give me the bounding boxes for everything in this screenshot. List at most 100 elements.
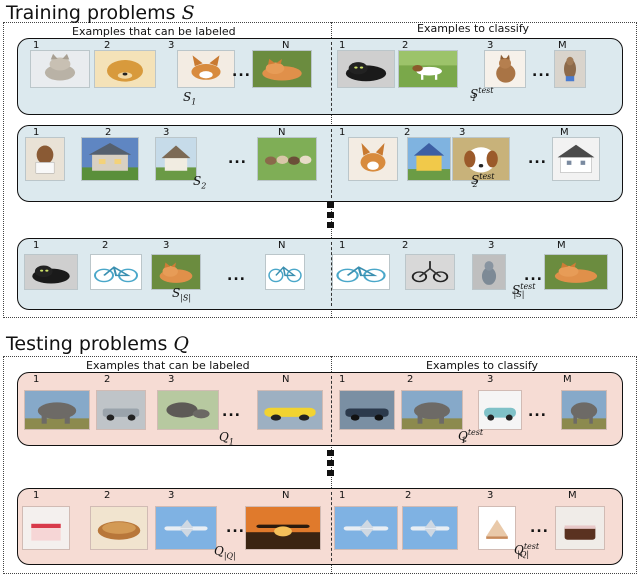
gray-cat-image bbox=[472, 254, 506, 290]
query-set-label: Stest1 bbox=[470, 86, 494, 104]
golden-retriever-image bbox=[94, 50, 156, 88]
horizontal-ellipsis: ... bbox=[528, 404, 547, 420]
bread-image bbox=[90, 506, 148, 550]
support-set-label: S2 bbox=[193, 174, 207, 191]
support-set-label: Q1 bbox=[219, 430, 234, 447]
left-index-label: 3 bbox=[163, 240, 170, 251]
training-left-heading: Examples that can be labeled bbox=[72, 25, 236, 38]
right-index-label: 1 bbox=[339, 40, 346, 51]
chocolate-cake-image bbox=[555, 506, 605, 550]
airplane-image bbox=[155, 506, 217, 550]
horizontal-ellipsis: ... bbox=[528, 151, 547, 167]
testing-vertical-ellipsis bbox=[327, 450, 334, 480]
right-index-label: 1 bbox=[339, 127, 346, 138]
orange-cat-image bbox=[252, 50, 312, 88]
bicycle-image bbox=[265, 254, 305, 290]
left-index-label: 3 bbox=[163, 127, 170, 138]
horizontal-ellipsis: ... bbox=[530, 520, 549, 536]
cake-slice-image bbox=[478, 506, 516, 550]
horizontal-ellipsis: ... bbox=[232, 64, 251, 80]
spaniel-image bbox=[452, 137, 510, 181]
small-dog-image bbox=[554, 50, 586, 88]
horizontal-ellipsis: ... bbox=[228, 151, 247, 167]
horizontal-ellipsis: ... bbox=[226, 520, 245, 536]
puppies-image bbox=[257, 137, 317, 181]
right-index-label: 1 bbox=[339, 374, 346, 385]
support-set-label: Q|Q| bbox=[214, 544, 236, 561]
left-index-label: N bbox=[278, 240, 286, 251]
dog-running-image bbox=[398, 50, 458, 88]
right-index-label: M bbox=[557, 240, 566, 251]
left-index-label: 3 bbox=[168, 40, 175, 51]
training-frame bbox=[3, 22, 637, 318]
left-index-label: 2 bbox=[102, 240, 109, 251]
query-set-label: Qtest|Q| bbox=[514, 542, 540, 560]
kitten-image bbox=[30, 50, 90, 88]
right-index-label: 2 bbox=[402, 240, 409, 251]
horizontal-ellipsis: ... bbox=[227, 268, 246, 284]
row-divider bbox=[331, 376, 332, 442]
left-index-label: 3 bbox=[168, 490, 175, 501]
left-index-label: 1 bbox=[33, 127, 40, 138]
bicycle-image bbox=[90, 254, 142, 290]
dark-car-image bbox=[339, 390, 395, 430]
training-symbol: S bbox=[181, 2, 195, 24]
training-vertical-ellipsis bbox=[327, 202, 334, 232]
airplane-image bbox=[334, 506, 398, 550]
right-index-label: 2 bbox=[402, 40, 409, 51]
left-index-label: 1 bbox=[33, 40, 40, 51]
right-index-label: 1 bbox=[339, 240, 346, 251]
query-set-label: Qtest1 bbox=[458, 428, 484, 446]
right-index-label: 3 bbox=[459, 127, 466, 138]
right-index-label: M bbox=[563, 374, 572, 385]
testing-symbol: Q bbox=[173, 333, 189, 355]
left-index-label: 2 bbox=[104, 374, 111, 385]
yellow-car-image bbox=[257, 390, 323, 430]
right-index-label: 2 bbox=[405, 490, 412, 501]
white-house-image bbox=[552, 137, 600, 181]
left-index-label: 3 bbox=[168, 374, 175, 385]
right-index-label: 3 bbox=[488, 240, 495, 251]
right-index-label: 1 bbox=[339, 490, 346, 501]
black-cat-image bbox=[337, 50, 395, 88]
testing-left-heading: Examples that can be labeled bbox=[86, 359, 250, 372]
testing-right-heading: Examples to classify bbox=[426, 359, 539, 372]
row-divider bbox=[331, 492, 332, 561]
strawberry-cake-image bbox=[22, 506, 70, 550]
left-index-label: N bbox=[278, 127, 286, 138]
bicycle-image bbox=[332, 254, 390, 290]
right-index-label: M bbox=[560, 127, 569, 138]
left-index-label: 2 bbox=[105, 127, 112, 138]
airplane-image bbox=[402, 506, 458, 550]
right-index-label: 3 bbox=[487, 374, 494, 385]
testing-title: Testing problems Q bbox=[6, 333, 189, 355]
orange-cat-image bbox=[151, 254, 201, 290]
left-index-label: N bbox=[282, 40, 290, 51]
corgi-image bbox=[177, 50, 235, 88]
elephant-image bbox=[401, 390, 463, 430]
orange-cat-image bbox=[544, 254, 608, 290]
testing-title-text: Testing problems bbox=[6, 333, 168, 355]
house-image bbox=[81, 137, 139, 181]
right-index-label: 3 bbox=[487, 490, 494, 501]
elephants-image bbox=[157, 390, 219, 430]
left-index-label: N bbox=[282, 490, 290, 501]
left-index-label: 1 bbox=[33, 490, 40, 501]
corgi-image bbox=[348, 137, 398, 181]
left-index-label: N bbox=[282, 374, 290, 385]
airplane-sunset-image bbox=[245, 506, 321, 550]
row-divider bbox=[331, 42, 332, 111]
right-index-label: 2 bbox=[407, 374, 414, 385]
elephant-image bbox=[24, 390, 90, 430]
left-index-label: 1 bbox=[33, 240, 40, 251]
cottage-image bbox=[155, 137, 197, 181]
horizontal-ellipsis: ... bbox=[524, 268, 543, 284]
left-index-label: 2 bbox=[104, 490, 111, 501]
horizontal-ellipsis: ... bbox=[532, 64, 551, 80]
tabby-cat-image bbox=[484, 50, 526, 88]
left-index-label: 2 bbox=[104, 40, 111, 51]
row-divider bbox=[331, 129, 332, 198]
query-set-label: Stest|S| bbox=[512, 282, 536, 300]
query-set-label: Stest2 bbox=[471, 172, 495, 190]
horizontal-ellipsis: ... bbox=[222, 404, 241, 420]
